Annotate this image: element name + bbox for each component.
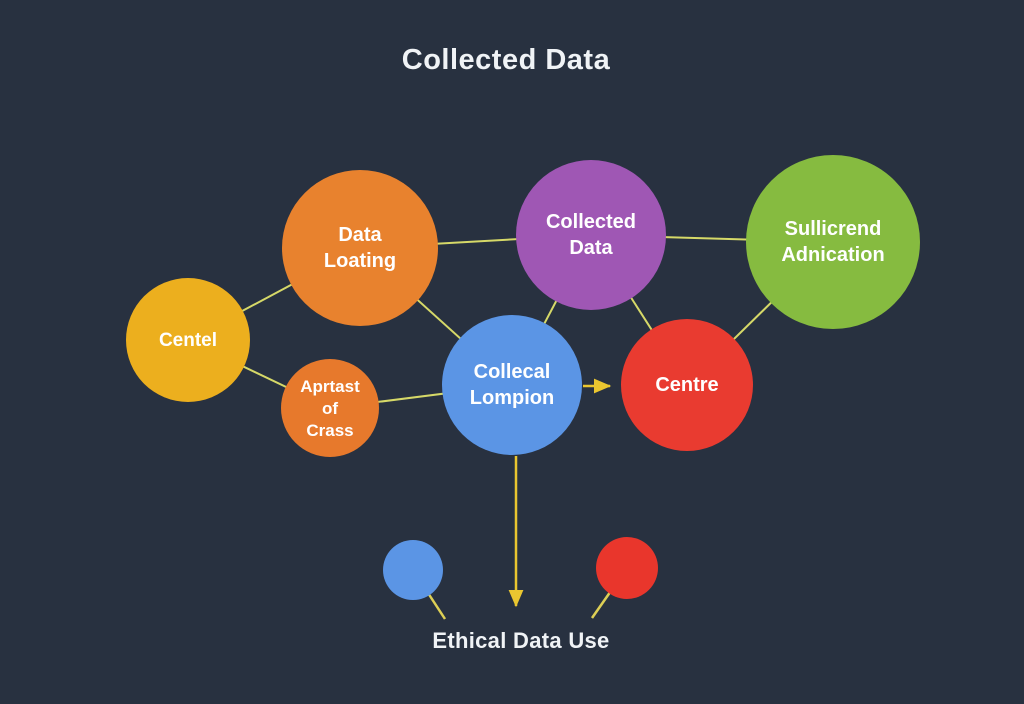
node-label-centre: Centre <box>655 374 718 396</box>
node-collected-data <box>516 160 666 310</box>
node-collecal-lompion <box>442 315 582 455</box>
node-centel <box>126 278 250 402</box>
node-centre <box>621 319 753 451</box>
node-label-centel: Centel <box>159 330 217 351</box>
node-small-red <box>596 537 658 599</box>
node-small-blue <box>383 540 443 600</box>
node-sullicrend-adnication <box>746 155 920 329</box>
node-data-loating <box>282 170 438 326</box>
diagram-title: Collected Data <box>401 44 611 76</box>
node-aprtast-of-crass <box>281 359 379 457</box>
footer-label: Ethical Data Use <box>432 628 610 653</box>
